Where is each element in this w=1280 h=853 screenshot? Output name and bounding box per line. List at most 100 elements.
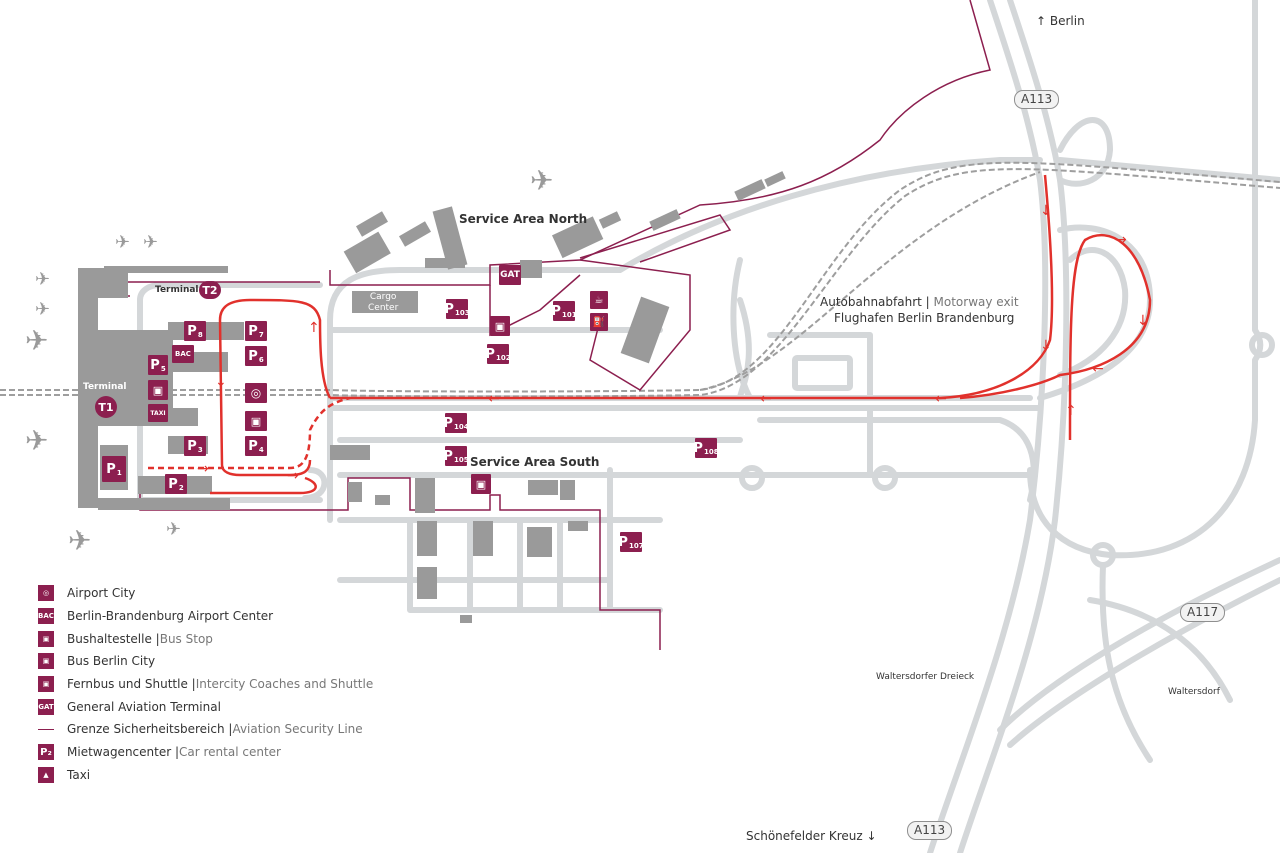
airport-city-icon: ◎ xyxy=(245,383,267,403)
legend-item: ▲ Taxi xyxy=(38,764,373,787)
motorway-exit-de: Autobahnabfahrt xyxy=(820,295,922,309)
berlin-label: ↑ Berlin xyxy=(1036,14,1085,28)
airplane-icon: ✈ xyxy=(530,164,553,197)
car-rental-icon: P₂ xyxy=(38,744,54,761)
legend-sublabel: Intercity Coaches and Shuttle xyxy=(195,677,374,692)
ber-airport-label: Flughafen Berlin Brandenburg xyxy=(834,311,1015,325)
coach-icon: ▣ xyxy=(245,411,267,431)
legend-label: Mietwagencenter | xyxy=(67,745,180,760)
bac-marker: BAC xyxy=(172,345,194,363)
airplane-icon: ✈ xyxy=(35,299,50,320)
gat-icon: GAT xyxy=(38,698,54,715)
arrow-down-icon: ↓ xyxy=(215,374,227,390)
bus-stop-icon: ▣ xyxy=(38,630,54,647)
airplane-icon: ✈ xyxy=(25,324,48,357)
legend-item: GAT General Aviation Terminal xyxy=(38,695,373,718)
bus-stop-icon: ▣ xyxy=(490,316,510,336)
arrow-down-icon: ↓ xyxy=(1137,313,1149,329)
coach-icon: ▣ xyxy=(38,676,54,693)
legend-label: Berlin-Brandenburg Airport Center xyxy=(67,609,274,624)
terminal-t2-label: Terminal xyxy=(155,285,199,295)
gat-marker: GAT xyxy=(499,265,521,285)
legend-sublabel: Car rental center xyxy=(179,745,281,760)
motorway-exit-label: Autobahnabfahrt | Motorway exit xyxy=(820,295,1019,309)
arrow-down-icon: ↓ xyxy=(1040,338,1052,354)
legend-label: Taxi xyxy=(67,767,91,782)
airplane-icon: ✈ xyxy=(166,519,181,540)
t1-marker: T1 xyxy=(95,396,117,418)
a117-badge: A117 xyxy=(1180,603,1226,622)
bus-stop-icon: ▣ xyxy=(471,474,491,494)
fuel-icon: ⛽ xyxy=(590,313,608,331)
taxi-icon: TAXI xyxy=(148,404,168,422)
legend-item: BAC Berlin-Brandenburg Airport Center xyxy=(38,605,373,628)
legend: ◎ Airport City BAC Berlin-Brandenburg Airp… xyxy=(38,582,373,786)
taxi-icon: ▲ xyxy=(38,766,54,783)
waltersdorf-label: Waltersdorf xyxy=(1168,687,1220,697)
legend-item: ▣ Bus Berlin City xyxy=(38,650,373,673)
legend-item: Grenze Sicherheitsbereich | Aviation Sec… xyxy=(38,718,373,741)
arrow-right-icon: → xyxy=(287,468,299,484)
legend-sublabel: Bus Stop xyxy=(159,631,213,646)
arrow-left-icon: ← xyxy=(488,391,500,407)
arrow-right-icon: → xyxy=(1115,232,1127,248)
legend-sublabel: Aviation Security Line xyxy=(232,722,363,737)
arrow-right-icon: → xyxy=(197,461,209,477)
bac-icon: BAC xyxy=(38,608,54,625)
airplane-icon: ✈ xyxy=(35,269,50,290)
legend-item: ▣ Fernbus und Shuttle | Intercity Coaches… xyxy=(38,673,373,696)
legend-item: ◎ Airport City xyxy=(38,582,373,605)
bus-berlin-city-icon: ▣ xyxy=(38,653,54,670)
security-line-icon xyxy=(38,728,54,730)
a113-top-badge: A113 xyxy=(1014,90,1060,109)
railway xyxy=(0,161,1280,398)
legend-label: Bushaltestelle | xyxy=(67,631,160,646)
legend-label: General Aviation Terminal xyxy=(67,699,221,714)
service-area-south-label: Service Area South xyxy=(470,455,600,469)
bus-berlin-city-icon: ▣ xyxy=(148,380,168,400)
airplane-icon: ✈ xyxy=(143,232,158,253)
legend-label: Grenze Sicherheitsbereich | xyxy=(67,722,233,737)
arrow-up-icon: ↑ xyxy=(308,320,320,336)
arrow-up-icon: ↑ xyxy=(1065,403,1077,419)
arrow-left-icon: ← xyxy=(760,391,772,407)
arrow-left-icon: ← xyxy=(935,391,947,407)
legend-label: Airport City xyxy=(67,586,136,601)
airplane-icon: ✈ xyxy=(25,424,48,457)
cargo-center-label: Cargo Center xyxy=(368,292,399,313)
service-area-north-label: Service Area North xyxy=(459,212,588,226)
access-route xyxy=(148,174,1152,495)
airplane-icon: ✈ xyxy=(115,232,130,253)
legend-label: Bus Berlin City xyxy=(67,654,156,669)
legend-item: ▣ Bushaltestelle | Bus Stop xyxy=(38,627,373,650)
cafe-icon: ☕ xyxy=(590,291,608,309)
arrow-down-icon: ↓ xyxy=(1040,203,1052,219)
waltersdorfer-dreieck-label: Waltersdorfer Dreieck xyxy=(876,672,975,682)
terminal-t1-label: Terminal xyxy=(83,382,127,392)
route-arrows: ↓ ↓ ↑ ↓ ← ← ← ↓ ↑ → → ← → xyxy=(197,203,1149,484)
motorway-exit-en: Motorway exit xyxy=(933,295,1019,309)
schoenefelder-kreuz-label: Schönefelder Kreuz ↓ xyxy=(746,829,877,843)
t2-marker: T2 xyxy=(199,281,221,299)
legend-label: Fernbus und Shuttle | xyxy=(67,677,196,692)
motorway-exit-sep: | xyxy=(921,295,934,309)
airport-city-icon: ◎ xyxy=(38,585,54,602)
a113-bottom-badge: A113 xyxy=(907,821,953,840)
arrow-left-icon: ← xyxy=(1092,361,1104,377)
